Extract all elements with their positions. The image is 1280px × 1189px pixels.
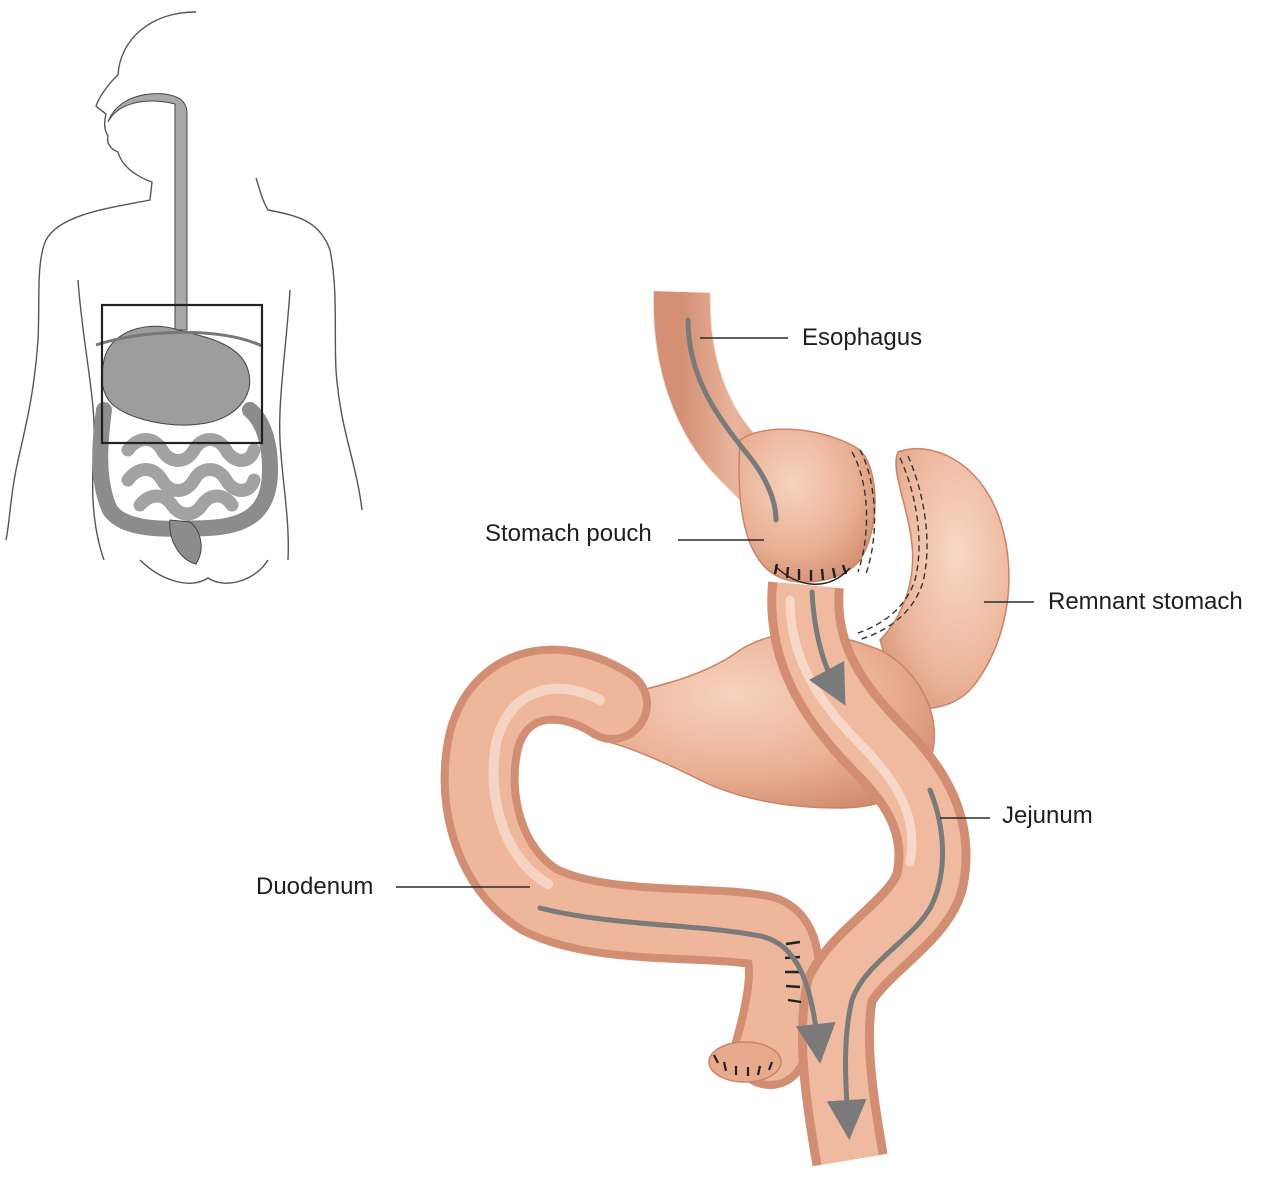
main-illustration bbox=[396, 292, 1034, 1160]
label-esophagus: Esophagus bbox=[802, 326, 922, 350]
label-stomach-pouch: Stomach pouch bbox=[485, 522, 652, 546]
stomach-pouch bbox=[739, 429, 875, 582]
inset-esophagus bbox=[108, 94, 187, 330]
inset-stomach bbox=[102, 326, 250, 425]
body-inset bbox=[6, 12, 362, 583]
label-duodenum: Duodenum bbox=[256, 875, 373, 899]
label-jejunum: Jejunum bbox=[1002, 804, 1093, 828]
label-remnant-stomach: Remnant stomach bbox=[1048, 590, 1243, 614]
inset-small-intestine bbox=[128, 440, 254, 515]
duodenum-stump bbox=[709, 1042, 781, 1082]
